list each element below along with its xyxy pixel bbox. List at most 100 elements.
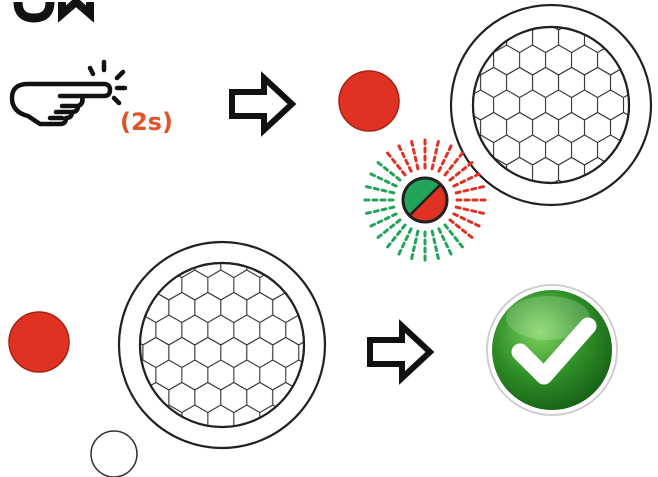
led-ray-dash bbox=[470, 186, 478, 191]
led-ray-dash bbox=[376, 219, 384, 225]
blinking-red-green-led-icon bbox=[363, 138, 487, 262]
led-ray-dash bbox=[383, 179, 391, 185]
led-ray-dash bbox=[407, 166, 413, 173]
led-ray-dash bbox=[395, 218, 402, 224]
led-ray-dash bbox=[391, 157, 397, 164]
led-ray-dash bbox=[415, 229, 420, 237]
led-ray-dash bbox=[467, 161, 474, 167]
led-ray-dash bbox=[454, 171, 461, 177]
led-ray-dash bbox=[478, 210, 485, 215]
led-ray-dash bbox=[459, 179, 467, 185]
led-ray-dash bbox=[413, 237, 418, 245]
led-ray-dash bbox=[473, 172, 481, 178]
led-ray-dash bbox=[380, 207, 388, 212]
led-ray-dash bbox=[448, 229, 454, 236]
hold-duration-label: (2s) bbox=[120, 108, 173, 136]
led-ray-dash bbox=[466, 219, 474, 225]
led-ray-dash bbox=[415, 163, 420, 171]
led-ray-dash bbox=[391, 182, 398, 188]
led-ray-dash bbox=[430, 163, 435, 171]
led-ray-dash bbox=[447, 248, 453, 256]
led-ray-dash bbox=[389, 223, 396, 229]
led-ray-dash bbox=[401, 170, 407, 177]
led-ray-dash bbox=[411, 245, 416, 253]
led-ray-dash bbox=[389, 171, 396, 177]
hollow-right-arrow-icon-2 bbox=[367, 319, 435, 385]
led-ray-dash bbox=[454, 223, 461, 229]
led-ray-dash bbox=[435, 140, 440, 147]
led-ray-dash bbox=[462, 207, 470, 212]
led-ray-dash bbox=[452, 182, 459, 188]
led-ray-dash bbox=[372, 186, 380, 191]
led-red-half bbox=[409, 184, 447, 222]
led-ray-dash bbox=[470, 209, 478, 214]
led-ray-dash bbox=[454, 205, 462, 210]
led-outline bbox=[401, 176, 449, 224]
led-ray-dash bbox=[410, 253, 415, 260]
led-ray-dash bbox=[411, 147, 416, 155]
led-ray-dash bbox=[382, 166, 389, 172]
led-ray-dash bbox=[396, 164, 402, 171]
led-ray-dash bbox=[397, 144, 403, 152]
led-ray-dash bbox=[413, 155, 418, 163]
led-ray-dash bbox=[453, 157, 459, 164]
led-ray-dash bbox=[444, 241, 450, 249]
led-ray-dash bbox=[461, 166, 468, 172]
led-ray-dash bbox=[432, 237, 437, 245]
led-ray-dash bbox=[391, 236, 397, 243]
led-ray-dash bbox=[467, 233, 474, 239]
led-ray-dash bbox=[407, 227, 413, 234]
led-ray-dash bbox=[404, 158, 410, 166]
led-ray-dash bbox=[396, 229, 402, 236]
led-ray-dash bbox=[437, 166, 443, 173]
device-speaker-grille-top bbox=[449, 3, 653, 207]
device-speaker-grille-bottom bbox=[117, 240, 327, 450]
led-ray-dash bbox=[443, 170, 449, 177]
pointing-hand-press-icon bbox=[9, 59, 128, 127]
led-ray-dash bbox=[459, 215, 467, 221]
led-ray-dash bbox=[453, 236, 459, 243]
red-led-indicator-2 bbox=[8, 311, 70, 373]
led-ray-dash bbox=[458, 242, 464, 249]
cropped-title-fragment bbox=[13, 0, 94, 23]
led-ray-dash bbox=[386, 242, 392, 249]
led-ray-dash bbox=[382, 228, 389, 234]
led-ray-dash bbox=[369, 222, 377, 228]
led-ray-dash bbox=[437, 227, 443, 234]
led-ray-dash bbox=[365, 185, 372, 190]
led-ray-dash bbox=[369, 172, 377, 178]
led-ray-dash bbox=[386, 151, 392, 158]
led-ray-dash bbox=[400, 151, 406, 159]
led-ray-dash bbox=[448, 176, 455, 182]
led-green-half bbox=[403, 178, 441, 216]
led-ray-dash bbox=[401, 223, 407, 230]
led-ray-dash bbox=[397, 248, 403, 256]
led-ray-dash bbox=[376, 233, 383, 239]
led-ray-dash bbox=[440, 234, 446, 242]
led-ray-dash bbox=[388, 205, 396, 210]
led-ray-dash bbox=[443, 223, 449, 230]
led-ray-dash bbox=[395, 176, 402, 182]
led-ray-dash bbox=[400, 241, 406, 249]
led-ray-dash bbox=[440, 158, 446, 166]
hollow-right-arrow-icon bbox=[229, 71, 297, 137]
led-split-line bbox=[408, 183, 442, 217]
led-ray-dash bbox=[454, 190, 462, 195]
led-ray-dash bbox=[383, 215, 391, 221]
led-ray-dash bbox=[388, 190, 396, 195]
led-ray-dash bbox=[478, 185, 485, 190]
led-ray-dash bbox=[434, 245, 439, 253]
led-ray-dash bbox=[458, 151, 464, 158]
led-ray-dash bbox=[461, 228, 468, 234]
led-ray-dash bbox=[391, 212, 398, 218]
led-ray-dash bbox=[448, 164, 454, 171]
led-ray-dash bbox=[448, 218, 455, 224]
led-ray-dash bbox=[430, 229, 435, 237]
off-led-indicator bbox=[90, 430, 138, 477]
led-ray-dash bbox=[410, 140, 415, 147]
led-ray-dash bbox=[466, 175, 474, 181]
led-ray-dash bbox=[404, 234, 410, 242]
led-ray-dash bbox=[432, 155, 437, 163]
led-ray-dash bbox=[434, 147, 439, 155]
